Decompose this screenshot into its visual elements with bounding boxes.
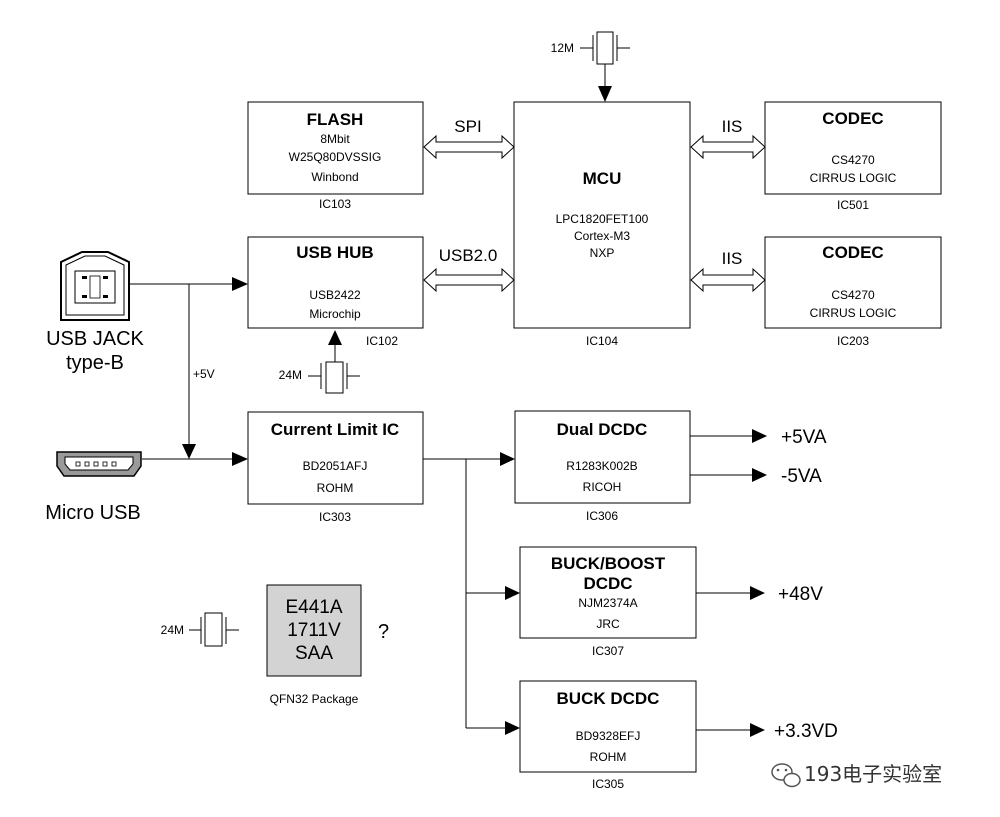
- iis-bus-1: IIS: [690, 117, 766, 160]
- buck-line1: BD9328EFJ: [576, 729, 641, 743]
- dualdcdc-line2: RICOH: [583, 480, 622, 494]
- flash-line2: W25Q80DVSSIG: [289, 150, 382, 164]
- buckboost-title-2: DCDC: [583, 574, 632, 593]
- flash-block: FLASH 8Mbit W25Q80DVSSIG Winbond IC103: [247, 101, 424, 211]
- buck-line2: ROHM: [590, 750, 627, 764]
- usbhub-block: USB HUB USB2422 Microchip IC102: [247, 236, 424, 348]
- crystal-unknown-label: 24M: [161, 623, 184, 637]
- unknown-chip: E441A 1711V SAA: [266, 584, 362, 677]
- output-p33vd: +3.3VD: [774, 721, 838, 742]
- flash-line1: 8Mbit: [320, 132, 350, 146]
- crystal-24m-unknown: 24M: [161, 612, 239, 647]
- dualdcdc-line1: R1283K002B: [566, 459, 637, 473]
- output-m5va: -5VA: [781, 466, 822, 487]
- codec2-title: CODEC: [822, 243, 883, 262]
- unknown-chip-line2: 1711V: [287, 620, 341, 641]
- spi-label: SPI: [454, 117, 481, 136]
- dual-dcdc-outputs: [690, 429, 767, 482]
- mcu-title: MCU: [583, 169, 622, 188]
- usb-type-b-jack-icon: [60, 251, 130, 321]
- output-p48v: +48V: [778, 584, 823, 605]
- buckboost-line2: JRC: [596, 617, 620, 631]
- climit-line1: BD2051AFJ: [303, 459, 368, 473]
- buck-title: BUCK DCDC: [557, 689, 660, 708]
- power-wiring: [423, 452, 520, 735]
- current-limit-block: Current Limit IC BD2051AFJ ROHM IC303: [247, 411, 424, 524]
- usbhub-line1: USB2422: [309, 288, 361, 302]
- codec1-title: CODEC: [822, 109, 883, 128]
- crystal-12m-label: 12M: [551, 41, 574, 55]
- unknown-chip-question: ?: [378, 621, 389, 643]
- flash-line3: Winbond: [311, 170, 358, 184]
- micro-usb-icon: [56, 451, 142, 477]
- unknown-chip-line1: E441A: [285, 597, 342, 618]
- codec2-line1: CS4270: [831, 288, 875, 302]
- iis1-label: IIS: [722, 117, 743, 136]
- output-48v-arrow: [750, 586, 765, 600]
- codec2-line2: CIRRUS LOGIC: [810, 306, 897, 320]
- buck-dcdc-block: BUCK DCDC BD9328EFJ ROHM IC305: [519, 680, 697, 791]
- iis-bus-2: IIS: [690, 249, 766, 293]
- dual-dcdc-block: Dual DCDC R1283K002B RICOH IC306: [514, 410, 691, 523]
- buckboost-title-1: BUCK/BOOST: [551, 554, 666, 573]
- codec1-block: CODEC CS4270 CIRRUS LOGIC IC501: [764, 101, 942, 212]
- mcu-line2: Cortex-M3: [574, 229, 630, 243]
- climit-title: Current Limit IC: [271, 420, 399, 439]
- crystal-hub-label: 24M: [279, 368, 302, 382]
- codec2-ref: IC203: [837, 334, 869, 348]
- codec1-line2: CIRRUS LOGIC: [810, 171, 897, 185]
- usb2-bus: USB2.0: [423, 246, 515, 293]
- unknown-chip-package: QFN32 Package: [270, 692, 359, 706]
- output-33vd-arrow: [750, 723, 765, 737]
- buckboost-ref: IC307: [592, 644, 624, 658]
- climit-line2: ROHM: [317, 481, 354, 495]
- usbhub-ref: IC102: [366, 334, 398, 348]
- usbhub-title: USB HUB: [296, 243, 373, 262]
- buck-boost-block: BUCK/BOOST DCDC NJM2374A JRC IC307: [519, 546, 697, 658]
- iis2-label: IIS: [722, 249, 743, 268]
- crystal-12m: 12M: [551, 31, 630, 102]
- usb2-label: USB2.0: [439, 246, 498, 265]
- output-p5va: +5VA: [781, 427, 827, 448]
- buckboost-line1: NJM2374A: [578, 596, 637, 610]
- codec2-block: CODEC CS4270 CIRRUS LOGIC IC203: [764, 236, 942, 348]
- usb-wiring: [130, 277, 248, 466]
- buck-ref: IC305: [592, 777, 624, 791]
- dualdcdc-ref: IC306: [586, 509, 618, 523]
- usbhub-line2: Microchip: [309, 307, 361, 321]
- spi-bus: SPI: [423, 117, 515, 160]
- micro-usb-label: Micro USB: [45, 502, 141, 524]
- dualdcdc-title: Dual DCDC: [557, 420, 648, 439]
- flash-ref: IC103: [319, 197, 351, 211]
- codec1-ref: IC501: [837, 198, 869, 212]
- unknown-chip-line3: SAA: [295, 643, 333, 664]
- usb-jack-label-2: type-B: [66, 352, 124, 374]
- mcu-line1: LPC1820FET100: [556, 212, 649, 226]
- wechat-icon: [771, 763, 801, 788]
- crystal-24m-hub: 24M: [279, 330, 360, 394]
- vbus-label: +5V: [193, 367, 215, 381]
- watermark-text: 193电子实验室: [804, 762, 942, 786]
- mcu-block: MCU LPC1820FET100 Cortex-M3 NXP IC104: [513, 101, 691, 348]
- usb-jack-label-1: USB JACK: [46, 328, 144, 350]
- flash-title: FLASH: [307, 110, 364, 129]
- mcu-line3: NXP: [590, 246, 615, 260]
- codec1-line1: CS4270: [831, 153, 875, 167]
- climit-ref: IC303: [319, 510, 351, 524]
- mcu-ref: IC104: [586, 334, 618, 348]
